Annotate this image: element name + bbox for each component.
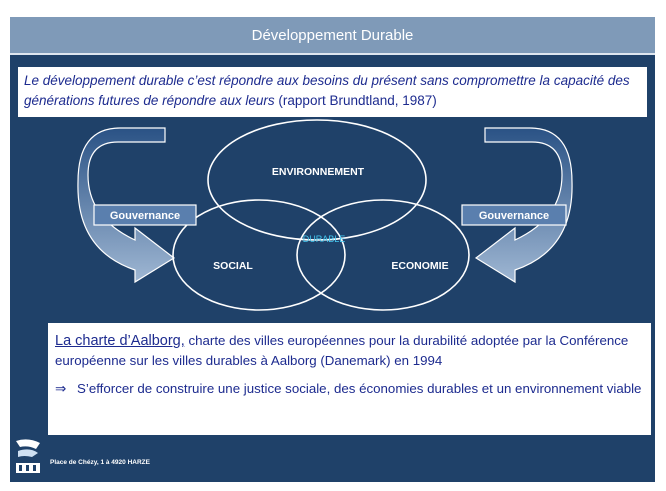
durable-label: DURABLE xyxy=(303,234,346,244)
charter-point-text: S’efforcer de construire une justice soc… xyxy=(77,381,642,396)
charter-point: ⇒ S’efforcer de construire une justice s… xyxy=(55,379,644,398)
social-circle xyxy=(172,199,346,311)
social-label: SOCIAL xyxy=(213,260,253,272)
left-gouvernance-label: Gouvernance xyxy=(110,210,180,222)
footer-address: Place de Chézy, 1 à 4920 HARZE xyxy=(50,459,150,466)
quote-text: Le développement durable c’est répondre … xyxy=(24,73,630,108)
left-gouvernance-box xyxy=(93,204,197,226)
charter-description: charte des villes européennes pour la du… xyxy=(55,333,629,368)
quote-box: Le développement durable c’est répondre … xyxy=(18,67,647,117)
quote-source: (rapport Brundtland, 1987) xyxy=(274,93,437,108)
implies-arrow-icon: ⇒ xyxy=(55,381,67,396)
environment-label: ENVIRONNEMENT xyxy=(272,166,365,178)
right-curved-arrow-icon xyxy=(474,127,573,284)
charter-box: La charte d’Aalborg, charte des villes e… xyxy=(48,323,651,435)
charter-paragraph: La charte d’Aalborg, charte des villes e… xyxy=(55,331,644,370)
economy-label: ECONOMIE xyxy=(391,260,448,272)
logo-icon xyxy=(16,439,40,473)
right-gouvernance-label: Gouvernance xyxy=(479,210,549,222)
left-curved-arrow-icon xyxy=(77,127,176,284)
charter-title: La charte d’Aalborg, xyxy=(55,333,185,349)
economy-circle xyxy=(296,199,470,311)
environment-circle xyxy=(207,119,427,241)
slide-title: Développement Durable xyxy=(10,17,655,55)
logo xyxy=(14,437,42,477)
right-gouvernance-box xyxy=(461,204,567,226)
